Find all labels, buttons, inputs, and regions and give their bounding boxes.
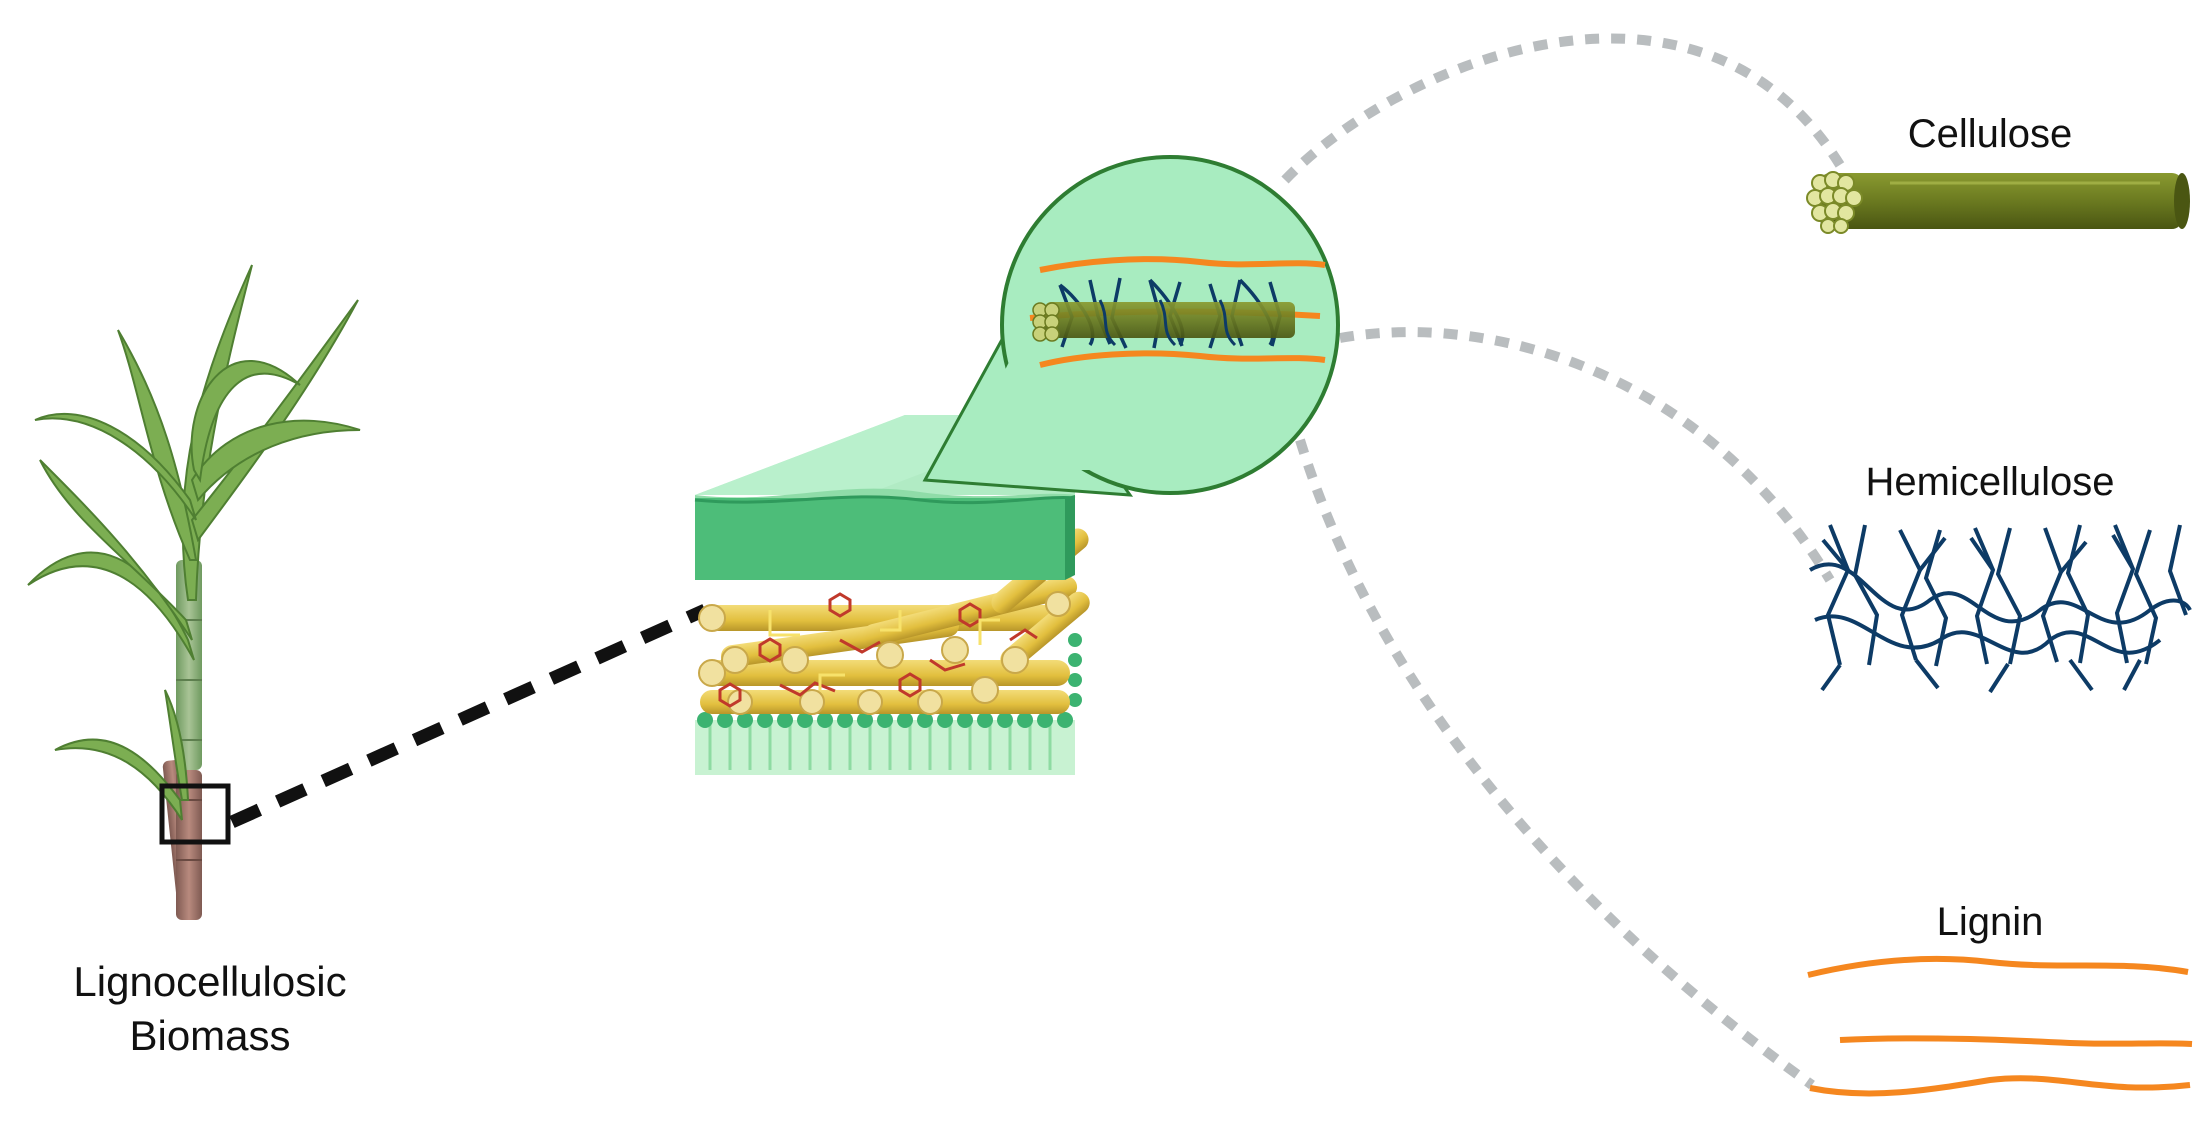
lignin-label: Lignin [1936, 900, 2044, 944]
connector-lines [229, 33, 1845, 1090]
membrane-base [695, 633, 1082, 775]
biomass-label: Lignocellulosic Biomass [20, 955, 400, 1063]
zoom-bubble [922, 155, 1340, 497]
biomass-label-line1: Lignocellulosic [73, 958, 347, 1005]
connector-hemicellulose [1339, 327, 1835, 583]
sugarcane-plant [27, 264, 361, 920]
lignin-strands [1807, 955, 2193, 1097]
connector-lignin [1295, 438, 1815, 1090]
connector-zoom [229, 604, 708, 828]
cellulose-label: Cellulose [1907, 112, 2073, 156]
fiber-layers [698, 528, 1090, 715]
hemicellulose-network [1808, 524, 2192, 694]
hemicellulose-label: Hemicellulose [1865, 460, 2115, 504]
zoom-box [159, 783, 231, 845]
connector-cellulose [1281, 33, 1845, 184]
biomass-label-line2: Biomass [129, 1012, 291, 1059]
cellulose-fiber [1806, 171, 2190, 234]
